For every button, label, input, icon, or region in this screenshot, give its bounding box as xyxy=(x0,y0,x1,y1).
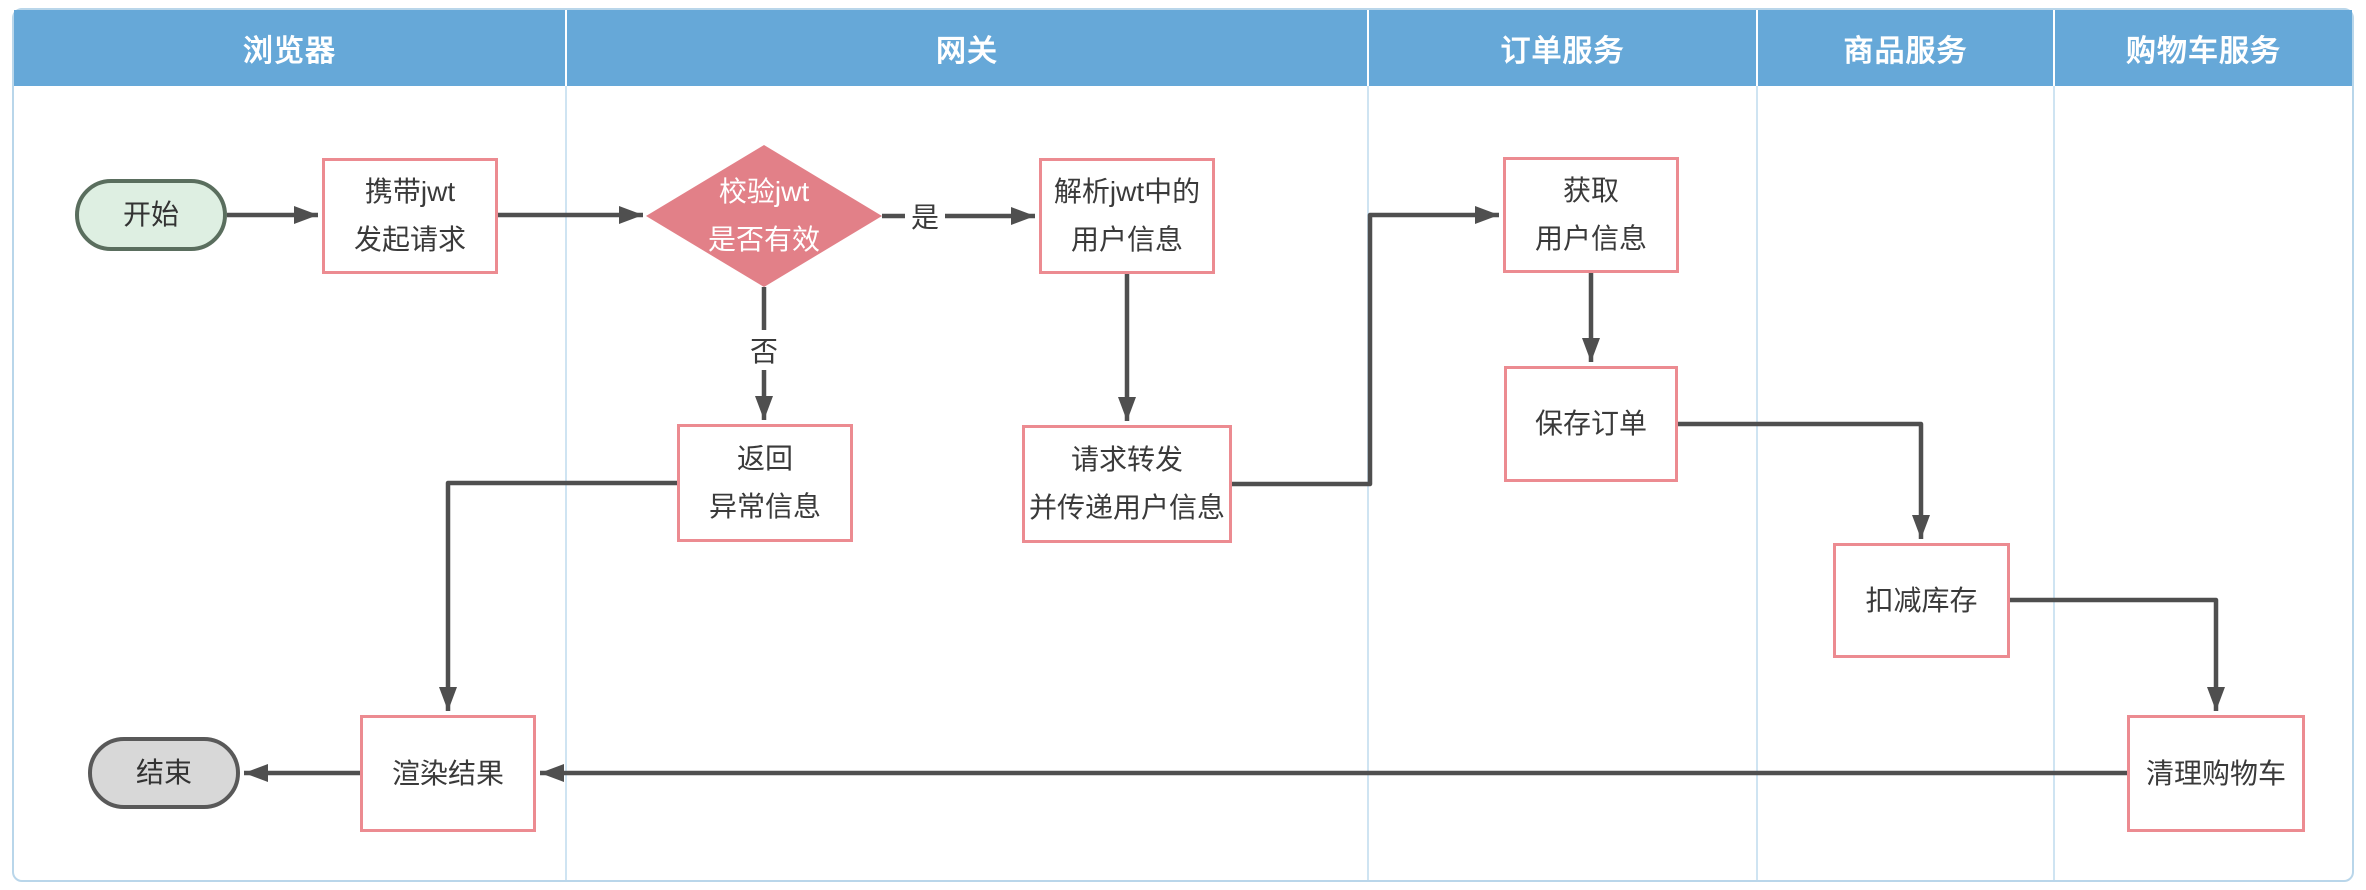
process-save-order: 保存订单 xyxy=(1504,366,1678,482)
process-clear-cart: 清理购物车 xyxy=(2127,715,2305,832)
edge-label-no: 否 xyxy=(743,330,785,370)
lane-divider xyxy=(1756,86,1758,880)
end-node: 结束 xyxy=(88,737,240,809)
process-deduct-stock: 扣减库存 xyxy=(1833,543,2010,658)
process-parse-jwt: 解析jwt中的 用户信息 xyxy=(1039,158,1215,274)
start-node: 开始 xyxy=(75,179,227,251)
lane-header-gateway: 网关 xyxy=(567,10,1367,86)
process-get-user-info: 获取 用户信息 xyxy=(1503,157,1679,273)
process-return-error: 返回 异常信息 xyxy=(677,424,853,542)
lane-divider xyxy=(2053,86,2055,880)
lane-divider xyxy=(565,86,567,880)
process-carry-jwt: 携带jwt 发起请求 xyxy=(322,158,498,274)
process-forward-request: 请求转发 并传递用户信息 xyxy=(1022,425,1232,543)
lane-header-order-service: 订单服务 xyxy=(1369,10,1756,86)
process-render-result: 渲染结果 xyxy=(360,715,536,832)
lane-header-browser: 浏览器 xyxy=(14,10,565,86)
lane-header-product-service: 商品服务 xyxy=(1758,10,2053,86)
edge-label-yes: 是 xyxy=(904,196,946,236)
lane-divider xyxy=(1367,86,1369,880)
lane-header-cart-service: 购物车服务 xyxy=(2055,10,2352,86)
